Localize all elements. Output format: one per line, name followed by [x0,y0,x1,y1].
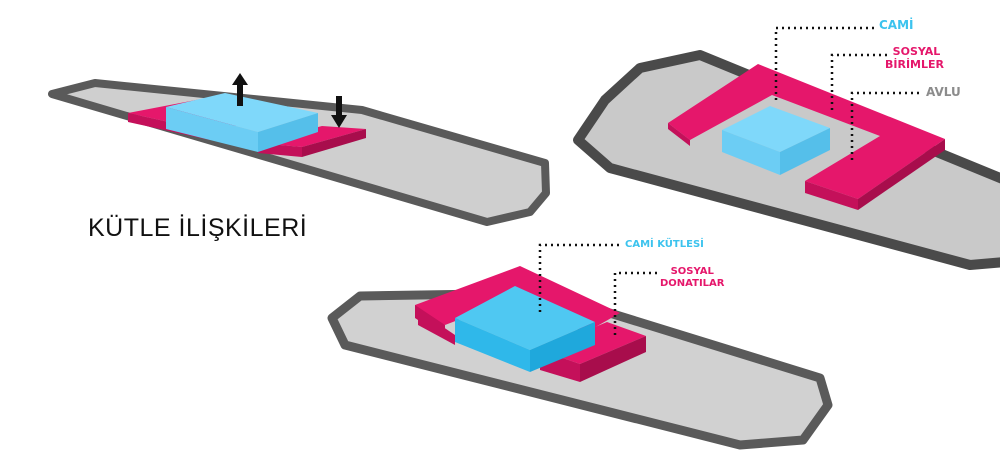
label-sosyal-donatilar-line2: DONATILAR [660,277,725,289]
label-cami: CAMİ [879,18,914,32]
leader-lines-top-right [774,26,920,160]
mosque-mass [455,286,595,350]
mosque-mass [722,106,830,152]
social-units-mass [668,64,945,199]
page-title: KÜTLE İLİŞKİLERİ [88,214,308,242]
arrow-down-icon [331,96,347,128]
label-sosyal-birimler-line2: BİRİMLER [885,57,944,71]
label-cami-kutlesi: CAMİ KÜTLESİ [625,239,704,250]
label-sosyal-donatilar: SOSYAL DONATILAR [660,266,725,289]
leader-lines-bottom [538,243,660,335]
mosque-mass [166,93,318,132]
label-sosyal-birimler: SOSYAL BİRİMLER [885,45,944,71]
label-sosyal-birimler-line1: SOSYAL [892,45,941,58]
mass-model-top-right [668,26,945,210]
mass-model-bottom [415,243,660,382]
mass-model-top-left [128,73,366,157]
label-sosyal-donatilar-line1: SOSYAL [670,266,714,277]
label-avlu: AVLU [926,85,961,99]
arrow-up-icon [232,73,248,106]
